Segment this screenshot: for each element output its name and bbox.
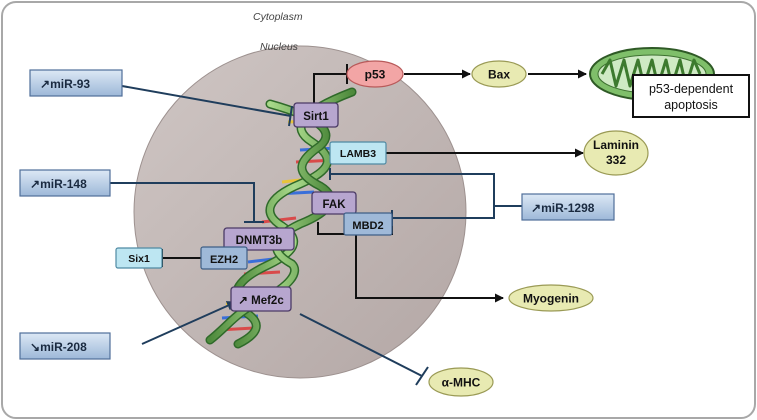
myogenin-label: Myogenin (523, 292, 579, 306)
nucleus-label: Nucleus (260, 41, 299, 53)
mirna-93-box[interactable]: ↗miR-93 (29, 69, 123, 97)
amhc-oval[interactable]: α-MHC (428, 367, 494, 397)
dnmt3b-label: DNMT3b (236, 235, 283, 247)
mef2c-box[interactable]: ↗ Mef2c (230, 286, 292, 312)
down-arrow-icon: ↘ (30, 340, 40, 354)
bax-label: Bax (488, 68, 510, 82)
mir1298-lamb3-line (330, 173, 522, 207)
laminin-oval[interactable]: Laminin 332 (583, 130, 649, 176)
bax-oval[interactable]: Bax (471, 60, 527, 88)
mir1298-label: miR-1298 (541, 201, 595, 215)
up-arrow-icon: ↗ (40, 77, 50, 91)
svg-text:↗miR-148: ↗miR-148 (30, 177, 87, 191)
mir93-label: miR-93 (50, 77, 90, 91)
apoptosis-label-line1: p53-dependent (649, 82, 734, 96)
mirna-1298-box[interactable]: ↗miR-1298 (521, 193, 615, 221)
mef2c-amhc-line (299, 313, 423, 377)
dnmt3b-box[interactable]: DNMT3b (223, 227, 295, 251)
mir93-sirt1-line (121, 85, 292, 117)
lamb3-label: LAMB3 (340, 148, 376, 160)
up-arrow-icon: ↗ (531, 201, 541, 215)
mbd2-label: MBD2 (352, 220, 383, 232)
sirt1-p53-line (313, 73, 347, 103)
fak-label: FAK (323, 199, 347, 211)
mir148-label: miR-148 (40, 177, 87, 191)
ezh2-label: EZH2 (210, 254, 238, 266)
mirna-148-box[interactable]: ↗miR-148 (19, 169, 111, 197)
six1-box[interactable]: Six1 (115, 247, 163, 269)
up-arrow-icon: ↗ (30, 177, 40, 191)
apoptosis-label-line2: apoptosis (664, 98, 718, 112)
p53-oval[interactable]: p53 (346, 60, 404, 88)
mef2c-label: ↗ Mef2c (238, 295, 284, 307)
myogenin-oval[interactable]: Myogenin (508, 284, 594, 312)
nucleus-circle (133, 45, 467, 379)
amhc-label: α-MHC (442, 376, 481, 390)
mir208-mef2c-arrow (141, 301, 237, 345)
ezh2-box[interactable]: EZH2 (200, 246, 248, 270)
svg-text:↗miR-93: ↗miR-93 (40, 77, 90, 91)
svg-text:↗miR-1298: ↗miR-1298 (531, 201, 595, 215)
six1-label: Six1 (128, 253, 150, 265)
mirna-208-box[interactable]: ↘miR-208 (19, 332, 111, 360)
inhibition-lines (110, 85, 522, 386)
sirt1-label: Sirt1 (303, 111, 329, 123)
mir208-label: miR-208 (40, 340, 87, 354)
mir148-dnmt3b-line (110, 182, 255, 222)
mir1298-mbd2-line (392, 206, 495, 219)
mef2c-amhc-bar (415, 366, 429, 386)
apoptosis-box[interactable]: p53-dependent apoptosis (632, 74, 750, 118)
laminin-label: Laminin (593, 138, 639, 152)
mir93-sirt1-bar (288, 105, 293, 127)
myogenin-arrow (355, 234, 504, 303)
mbd2-box[interactable]: MBD2 (343, 212, 393, 236)
lamb3-box[interactable]: LAMB3 (329, 141, 387, 165)
svg-text:↘miR-208: ↘miR-208 (30, 340, 87, 354)
sirt1-box[interactable]: Sirt1 (293, 102, 339, 128)
p53-label: p53 (365, 68, 386, 82)
fak-box[interactable]: FAK (311, 191, 357, 215)
laminin-number-label: 332 (606, 153, 626, 167)
cytoplasm-label: Cytoplasm (253, 11, 303, 23)
